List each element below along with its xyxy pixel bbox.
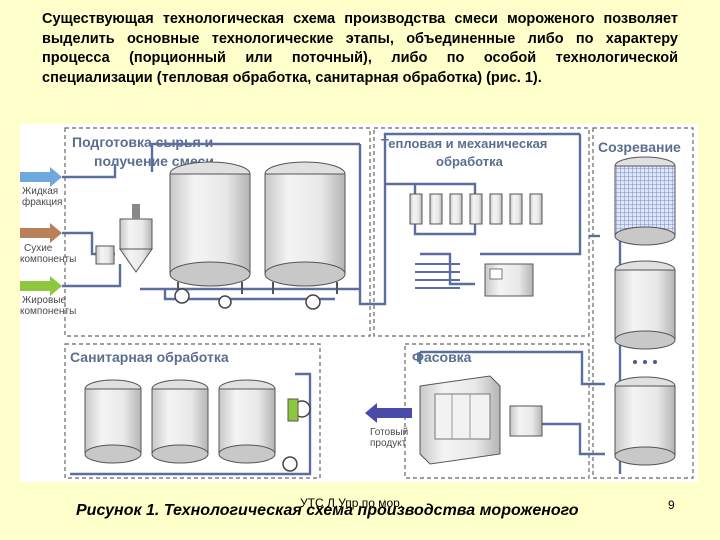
sanitary-pump-2	[282, 456, 298, 472]
pump-1	[174, 288, 190, 304]
sanitary-filter	[287, 398, 299, 422]
dry-label-line2: компоненты	[20, 254, 76, 265]
aging-tank-3	[614, 376, 676, 466]
fat-label-line1: Жировые	[22, 295, 66, 306]
thermal-title-line1: Тепловая и механическая	[381, 136, 547, 151]
figure-caption: Рисунок 1. Технологическая схема произво…	[76, 502, 579, 519]
sanitary-title: Санитарная обработка	[70, 349, 229, 365]
packing-machine	[419, 375, 501, 465]
output-label-line1: Готовый	[370, 427, 408, 438]
packing-aux-unit	[509, 405, 543, 437]
aging-tank-1	[614, 156, 676, 246]
fat-label-line2: компоненты	[20, 306, 76, 317]
page-number: 9	[668, 498, 675, 512]
thermal-title-line2: обработка	[436, 154, 504, 169]
dry-label-line1: Сухие	[24, 243, 53, 254]
aging-tank-2	[614, 260, 676, 350]
liquid-label-line2: фракция	[22, 196, 62, 208]
fat-arrow	[20, 276, 62, 296]
sanitary-section-border	[64, 343, 321, 479]
liquid-arrow	[20, 167, 62, 187]
prep-tank-2	[264, 161, 346, 294]
cooler-coil	[415, 263, 460, 289]
output-arrow	[365, 403, 412, 423]
aging-title: Созревание	[598, 139, 681, 155]
intro-paragraph: Существующая технологическая схема произ…	[42, 11, 678, 86]
sanitary-tank-3	[218, 379, 276, 464]
sanitary-tank-2	[151, 379, 209, 464]
aging-section-border	[592, 127, 694, 479]
liquid-label-line1: Жидкая	[22, 186, 58, 197]
mixer-unit	[95, 204, 153, 273]
sanitary-tank-1	[84, 379, 142, 464]
homogenizer	[484, 263, 534, 297]
input-arrows	[20, 167, 62, 296]
thermal-section-border	[373, 127, 590, 337]
process-diagram: Подготовка сырья и получение смеси Тепло…	[20, 124, 698, 482]
prep-title-line1: Подготовка сырья и	[72, 134, 213, 150]
output-label-line2: продукт	[370, 438, 407, 449]
heat-exchanger	[409, 193, 543, 225]
aging-dots	[633, 360, 657, 364]
pump-2	[218, 295, 232, 309]
footer-text: УТС Л.Упр.по мор.	[300, 496, 404, 510]
prep-section-border	[64, 127, 371, 337]
pump-3	[305, 294, 321, 310]
prep-tank-1	[169, 161, 251, 294]
dry-arrow	[20, 223, 62, 243]
